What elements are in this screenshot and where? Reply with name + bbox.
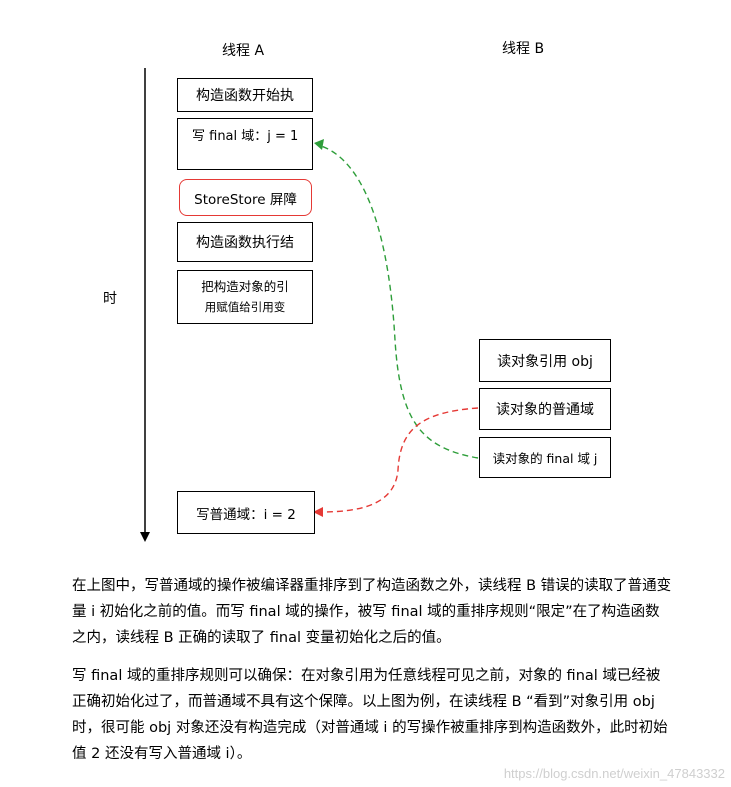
thread-a-label: 线程 A xyxy=(222,43,265,59)
box-constructor-start: 构造函数开始执 xyxy=(177,78,313,112)
box-write-final-text: 写 final 域：j = 1 xyxy=(192,129,299,144)
box-storestore-barrier: StoreStore 屏障 xyxy=(179,179,312,216)
box-read-normal-text: 读对象的普通域 xyxy=(496,402,594,418)
box-read-final: 读对象的 final 域 j xyxy=(479,437,611,478)
normal-field-arrow xyxy=(319,407,479,513)
watermark: https://blog.csdn.net/weixin_47843332 xyxy=(503,766,725,781)
time-axis-arrowhead xyxy=(140,532,150,542)
box-read-reference-text: 读对象引用 obj xyxy=(497,353,593,370)
box-constructor-start-text: 构造函数开始执 xyxy=(196,88,294,104)
box-read-reference: 读对象引用 obj xyxy=(479,339,611,382)
paragraph-2: 写 final 域的重排序规则可以确保：在对象引用为任意线程可见之前，对象的 f… xyxy=(72,668,668,762)
paragraph-1: 在上图中，写普通域的操作被编译器重排序到了构造函数之外，读线程 B 错误的读取了… xyxy=(72,578,672,646)
time-label: 时 xyxy=(103,291,117,307)
box-constructor-end-text: 构造函数执行结 xyxy=(196,235,294,251)
thread-b-label: 线程 B xyxy=(502,41,545,57)
box-write-normal: 写普通域：i = 2 xyxy=(177,491,315,534)
final-field-arrow xyxy=(317,144,479,459)
box-assign-reference-line1: 把构造对象的引 xyxy=(201,279,289,294)
box-read-normal: 读对象的普通域 xyxy=(479,388,611,430)
box-read-final-text: 读对象的 final 域 j xyxy=(492,451,598,466)
box-storestore-barrier-text: StoreStore 屏障 xyxy=(194,191,297,208)
box-assign-reference-line2: 用赋值给引用变 xyxy=(204,300,286,314)
normal-field-arrowhead xyxy=(313,507,323,517)
final-field-arrowhead xyxy=(314,139,324,150)
box-write-final: 写 final 域：j = 1 xyxy=(177,118,313,170)
box-constructor-end: 构造函数执行结 xyxy=(177,222,313,262)
box-assign-reference: 把构造对象的引 用赋值给引用变 xyxy=(177,270,313,324)
box-write-normal-text: 写普通域：i = 2 xyxy=(196,506,296,523)
